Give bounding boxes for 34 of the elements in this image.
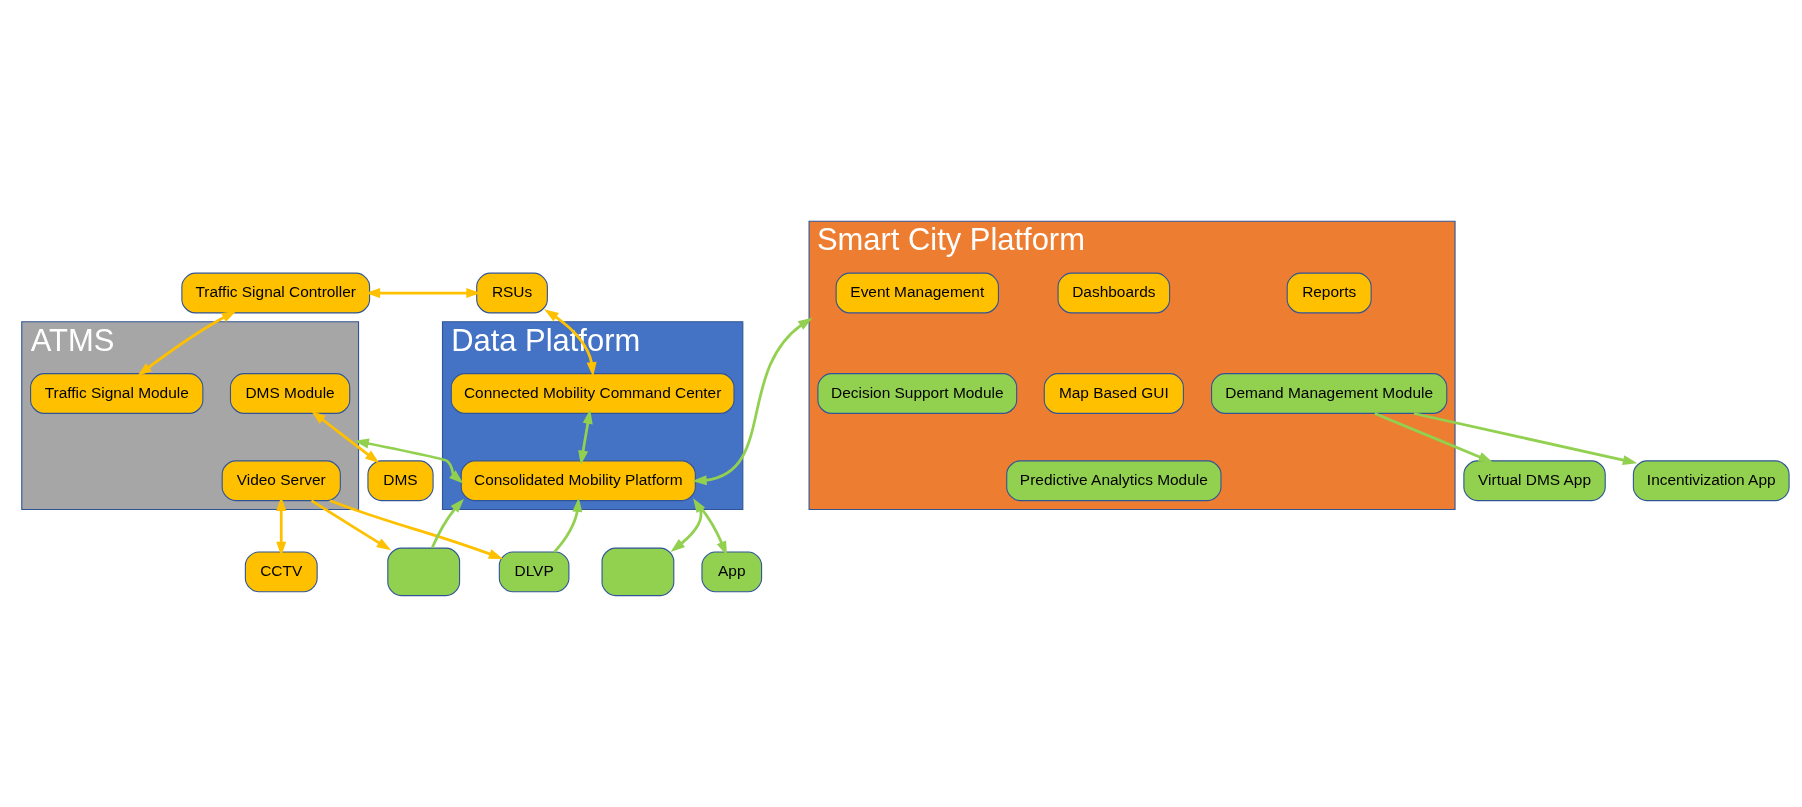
node-box: Traffic Signal Controller <box>181 272 371 313</box>
arrow <box>578 408 593 465</box>
node-box: Connected Mobility Command Center <box>450 372 735 414</box>
node-box: Predictive Analytics Module <box>1006 459 1222 501</box>
node-box <box>601 547 675 596</box>
arrow <box>354 438 464 483</box>
node-box: Demand Management Module <box>1211 372 1448 414</box>
arrow <box>329 498 504 559</box>
arrow <box>553 497 583 553</box>
node-box: Incentivization App <box>1632 459 1790 501</box>
node-box: Consolidated Mobility Platform <box>460 459 696 501</box>
arrow <box>137 310 237 376</box>
node-box: RSUs <box>476 272 548 313</box>
arrow <box>694 500 727 556</box>
node-box: DMS Module <box>229 372 351 414</box>
arrow <box>692 317 813 485</box>
node-box: Decision Support Module <box>817 372 1018 414</box>
node-box <box>387 547 461 596</box>
node-box: DMS <box>367 459 434 501</box>
arrow <box>1413 411 1638 465</box>
node-box: Event Management <box>835 272 999 313</box>
node-box: Dashboards <box>1057 272 1171 313</box>
arrow <box>430 498 465 548</box>
arrow <box>1374 411 1493 462</box>
node-box: App <box>701 550 763 592</box>
arrow <box>311 410 380 463</box>
arrow <box>310 499 392 550</box>
node-box: Traffic Signal Module <box>30 372 204 414</box>
node-box: DLVP <box>498 550 570 592</box>
node-box: Virtual DMS App <box>1463 459 1606 501</box>
node-box: CCTV <box>244 550 318 592</box>
node-box: Reports <box>1286 272 1372 313</box>
node-box: Video Server <box>221 459 341 501</box>
node-box: Map Based GUI <box>1043 372 1184 414</box>
